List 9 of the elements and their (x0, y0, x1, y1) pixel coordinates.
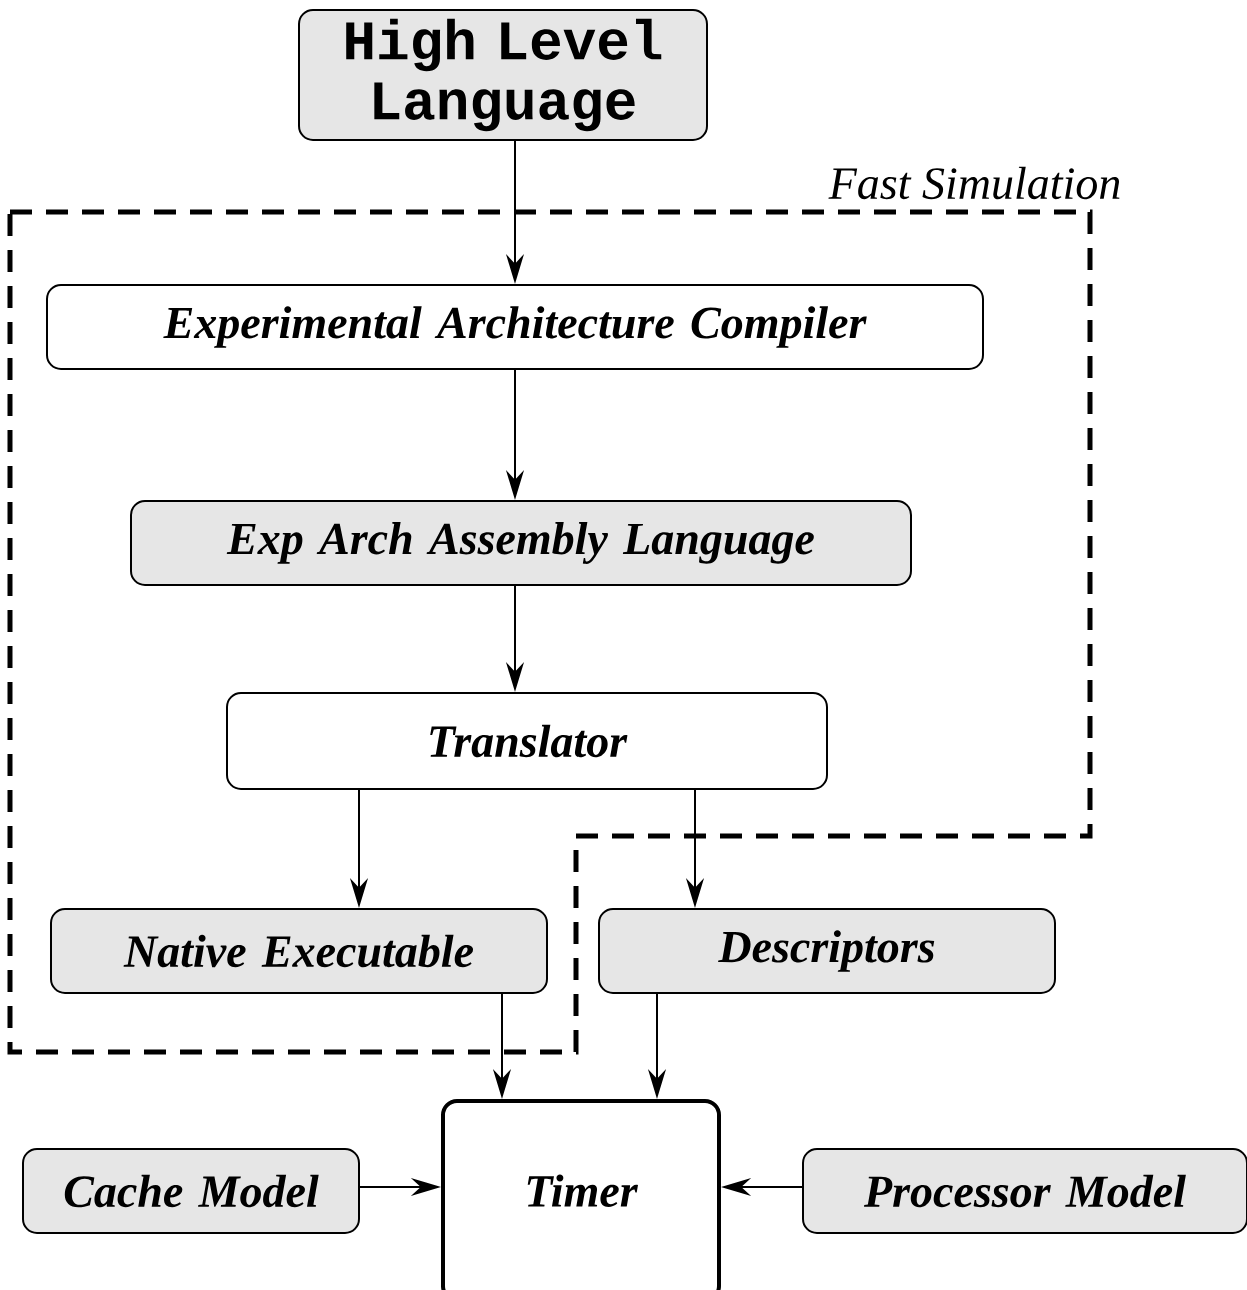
process-box: Cache Model (22, 1148, 360, 1234)
process-box: High Level Language (298, 9, 708, 141)
process-box: Exp Arch Assembly Language (130, 500, 912, 586)
process-box: Experimental Architecture Compiler (46, 284, 984, 370)
process-box: Timer (441, 1099, 721, 1290)
process-box: Processor Model (802, 1148, 1247, 1234)
process-box: Native Executable (50, 908, 548, 994)
process-box: Translator (226, 692, 828, 790)
process-box: Descriptors (598, 908, 1056, 994)
